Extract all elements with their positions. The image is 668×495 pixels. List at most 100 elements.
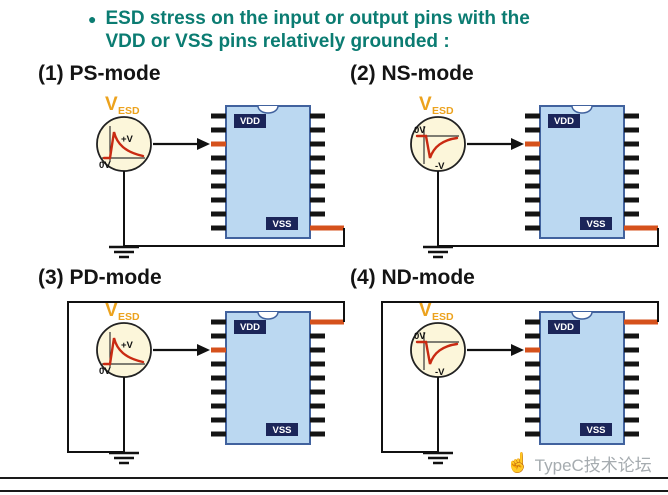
ic-pin [525, 113, 540, 119]
ground-symbol [109, 451, 139, 465]
ic-pin [525, 211, 540, 217]
ic-pin [525, 417, 540, 423]
negative-pulse-waveform [415, 340, 459, 365]
wave-bottom-label: 0V [99, 160, 111, 171]
ic-pin [624, 361, 639, 367]
ic-pin [310, 127, 325, 133]
grounded-vdd-pin [624, 319, 658, 325]
ground-wire [381, 301, 659, 453]
vesd-subscript: ESD [432, 311, 454, 323]
ground-wire [438, 228, 659, 247]
ic-pins-left [211, 319, 226, 437]
ic-pin [310, 389, 325, 395]
ic-pin [624, 197, 639, 203]
ground-wire [67, 301, 345, 453]
ic-pin [211, 155, 226, 161]
vss-label: VSS [272, 425, 291, 436]
ic-pin [525, 375, 540, 381]
ic-pins-right [624, 113, 658, 231]
ic-pin [211, 197, 226, 203]
ic-pin [624, 141, 639, 147]
ic-pin [211, 211, 226, 217]
ic-pins-right [624, 319, 658, 437]
vss-label: VSS [272, 219, 291, 230]
ic-pin [211, 183, 226, 189]
vss-label: VSS [586, 219, 605, 230]
stress-arrow-icon [153, 138, 210, 150]
slide-header: ● ESD stress on the input or output pins… [88, 8, 530, 54]
ic-pins-left [525, 319, 540, 437]
chip-notch-icon [571, 105, 593, 114]
ns-mode-diagram: V ESD 0V -V [410, 94, 659, 259]
ic-pin [211, 403, 226, 409]
ic-pin [310, 417, 325, 423]
vss-label: VSS [586, 425, 605, 436]
ic-pin [211, 113, 226, 119]
vdd-label: VDD [554, 116, 574, 127]
ic-pin [310, 211, 325, 217]
ic-pin [211, 361, 226, 367]
vdd-label: VDD [240, 322, 260, 333]
ic-pin [624, 417, 639, 423]
positive-pulse-waveform [102, 337, 145, 366]
vesd-subscript: ESD [118, 311, 140, 323]
vesd-subscript: ESD [432, 105, 454, 117]
vdd-box [234, 320, 266, 334]
stress-arrow-icon [467, 138, 524, 150]
ic-pin [211, 127, 226, 133]
ic-pin [624, 389, 639, 395]
grounded-vss-pin [310, 225, 344, 231]
mode1-title: (1) PS-mode [38, 62, 161, 85]
mode2-title: (2) NS-mode [350, 62, 474, 85]
ic-pin [624, 333, 639, 339]
ic-pin [525, 169, 540, 175]
vss-box [266, 423, 298, 436]
mode4-title: (4) ND-mode [350, 266, 475, 289]
vdd-box [548, 320, 580, 334]
chip-notch-icon [257, 311, 279, 320]
ic-chip: VDD VSS [211, 311, 344, 445]
stressed-input-pin [211, 347, 226, 353]
wave-top-label: 0V [414, 331, 426, 342]
ic-pin [310, 361, 325, 367]
negative-pulse-waveform [415, 134, 459, 159]
ic-pin [211, 225, 226, 231]
ic-pin [211, 389, 226, 395]
ic-pin [525, 319, 540, 325]
ps-mode-diagram: V ESD +V 0V [96, 94, 345, 259]
ic-pin [211, 375, 226, 381]
watermark: ☝ TypeC技术论坛 [506, 451, 652, 476]
ic-pin [310, 333, 325, 339]
vss-box [580, 217, 612, 230]
nd-mode-diagram: V ESD 0V -V [381, 300, 659, 465]
ic-pin [624, 431, 639, 437]
bullet-icon: ● [88, 11, 97, 27]
ic-pin [525, 361, 540, 367]
watermark-text: TypeC技术论坛 [534, 456, 652, 475]
ic-pin [310, 155, 325, 161]
ic-pin [624, 375, 639, 381]
esd-source: V ESD 0V -V [410, 300, 466, 378]
chip-notch-icon [257, 105, 279, 114]
vdd-box [234, 114, 266, 128]
esd-source: V ESD +V 0V [96, 94, 152, 172]
ic-pin [211, 431, 226, 437]
ic-pin [525, 197, 540, 203]
ic-pin [525, 183, 540, 189]
pd-mode-diagram: V ESD +V 0V [67, 300, 345, 465]
vesd-label: V [419, 300, 432, 321]
ic-pin [310, 197, 325, 203]
ground-wire [124, 228, 345, 247]
ic-pins-right [310, 113, 344, 231]
ic-pin [310, 183, 325, 189]
ic-pin [211, 319, 226, 325]
ic-pin [624, 211, 639, 217]
ground-symbol [423, 245, 453, 259]
vesd-subscript: ESD [118, 105, 140, 117]
slide-title: ESD stress on the input or output pins w… [105, 8, 529, 54]
stressed-input-pin [525, 347, 540, 353]
stress-arrow-icon [467, 344, 524, 356]
grounded-vdd-pin [310, 319, 344, 325]
ic-pin [624, 169, 639, 175]
ic-pin [525, 389, 540, 395]
